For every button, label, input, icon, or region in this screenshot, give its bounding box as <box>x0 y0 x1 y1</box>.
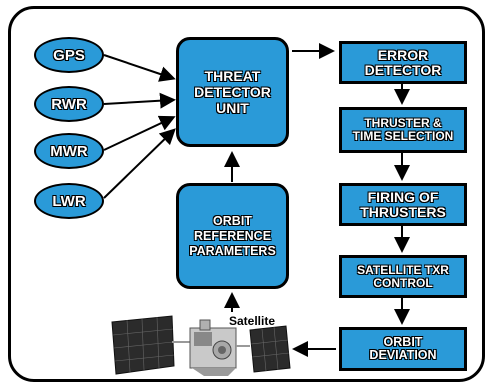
firing-of-thrusters-box: FIRING OF THRUSTERS <box>339 183 467 226</box>
arrow-gps-to-threat <box>103 54 176 82</box>
satellite-txr-control-box: SATELLITE TXR CONTROL <box>339 255 467 298</box>
error-detector-box: ERROR DETECTOR <box>339 41 467 84</box>
arrow-rwr-to-threat <box>103 92 176 109</box>
lwr-node: LWR <box>34 183 104 219</box>
arrow-lwr-to-threat <box>103 128 176 199</box>
orbit-reference-parameters: ORBIT REFERENCE PARAMETERS <box>176 183 289 289</box>
rwr-node: RWR <box>34 86 104 122</box>
mwr-node: MWR <box>34 133 104 169</box>
satellite-label: Satellite <box>229 314 276 328</box>
threat-detector-unit: THREAT DETECTOR UNIT <box>176 37 289 147</box>
thruster-time-selection-box: THRUSTER & TIME SELECTION <box>339 107 467 153</box>
orbit-deviation-box: ORBIT DEVIATION <box>339 327 467 371</box>
diagram-frame <box>8 6 485 382</box>
gps-node: GPS <box>34 37 104 73</box>
satellite-icon <box>111 315 291 376</box>
arrow-mwr-to-threat <box>103 115 176 151</box>
